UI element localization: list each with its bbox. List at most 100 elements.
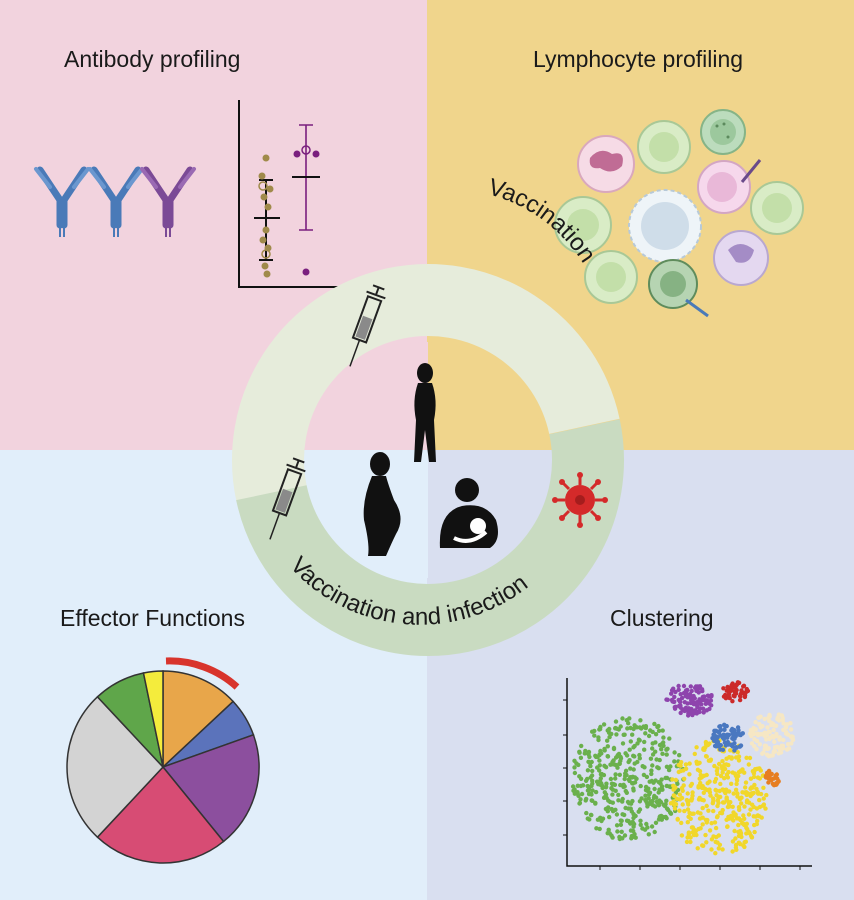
cluster-dot bbox=[615, 829, 620, 834]
cluster-dot bbox=[746, 762, 751, 767]
cluster-dot bbox=[668, 764, 673, 769]
cluster-dot bbox=[726, 732, 732, 738]
cluster-dot bbox=[606, 827, 611, 832]
cluster-dot bbox=[628, 766, 633, 771]
woman-silhouette-icon bbox=[414, 363, 436, 462]
cluster-dot bbox=[630, 834, 636, 839]
cluster-dot bbox=[742, 694, 748, 700]
cluster-dot bbox=[701, 843, 706, 848]
cluster-dot bbox=[674, 796, 680, 801]
cluster-dot bbox=[669, 691, 674, 696]
cluster-dot bbox=[730, 804, 735, 809]
cluster-dot bbox=[650, 741, 655, 746]
cluster-dot bbox=[717, 842, 723, 847]
cluster-dot bbox=[586, 752, 591, 757]
cluster-dot bbox=[642, 747, 647, 752]
cluster-dot bbox=[603, 765, 609, 770]
cluster-dot bbox=[678, 705, 683, 710]
cluster-dot bbox=[733, 755, 739, 760]
cluster-dot bbox=[637, 756, 642, 761]
cluster-dot bbox=[579, 791, 585, 797]
cluster-dot bbox=[605, 754, 610, 759]
cluster-dot bbox=[638, 822, 643, 827]
cluster-dot bbox=[744, 686, 749, 692]
cluster-dot bbox=[687, 692, 693, 697]
cluster-dot bbox=[762, 716, 767, 722]
cluster-dot bbox=[764, 732, 770, 738]
cluster-dot bbox=[754, 747, 759, 752]
cluster-dot bbox=[721, 686, 726, 691]
cluster-dot bbox=[747, 755, 753, 761]
cluster-dot bbox=[689, 798, 694, 803]
cluster-dot bbox=[704, 840, 709, 845]
cluster-dot bbox=[676, 697, 681, 703]
pregnant-woman-icon bbox=[363, 452, 401, 556]
cluster-dot bbox=[728, 742, 734, 747]
cluster-dot bbox=[609, 806, 614, 812]
cluster-dot bbox=[590, 788, 595, 793]
cluster-dot bbox=[744, 790, 749, 795]
cluster-dot bbox=[577, 801, 582, 806]
cluster-dot bbox=[656, 817, 662, 822]
cluster-dot bbox=[613, 807, 618, 812]
cluster-dot bbox=[712, 820, 718, 825]
cluster-dot bbox=[589, 783, 594, 789]
cluster-dot bbox=[722, 727, 727, 732]
cluster-dot bbox=[682, 808, 687, 814]
cluster-dot bbox=[618, 782, 623, 788]
cluster-dot bbox=[701, 747, 706, 752]
pie-slices bbox=[66, 670, 260, 864]
cluster-dot bbox=[678, 710, 683, 716]
cluster-dot bbox=[701, 798, 706, 803]
cluster-dot bbox=[690, 710, 696, 715]
cluster-dot bbox=[632, 723, 637, 728]
cluster-dot bbox=[757, 742, 762, 747]
cluster-dot bbox=[570, 784, 576, 789]
cluster-dot bbox=[585, 768, 591, 773]
cluster-dot bbox=[762, 746, 767, 752]
cluster-dot bbox=[635, 741, 640, 746]
cluster-dot bbox=[655, 765, 660, 770]
antibody-icon bbox=[88, 166, 144, 237]
pie-slice bbox=[161, 733, 260, 843]
lymphocyte-profiling-title: Lymphocyte profiling bbox=[533, 46, 743, 72]
cluster-dot bbox=[596, 735, 601, 740]
cluster-dot bbox=[602, 790, 607, 795]
cluster-dot bbox=[628, 828, 634, 833]
cluster-dot bbox=[610, 835, 615, 840]
syringe-icon bbox=[269, 457, 306, 540]
cluster-dot bbox=[767, 736, 772, 742]
cluster-dot bbox=[777, 737, 782, 742]
cluster-dot bbox=[650, 752, 656, 757]
cluster-dot bbox=[739, 688, 744, 693]
cluster-dot bbox=[748, 776, 754, 781]
cluster-dot bbox=[660, 751, 665, 756]
cluster-dot bbox=[620, 716, 625, 721]
virus-icon bbox=[552, 472, 608, 528]
cluster-dot bbox=[658, 781, 663, 786]
cluster-dot bbox=[730, 731, 735, 736]
cluster-dot bbox=[667, 736, 672, 741]
cluster-dot bbox=[656, 728, 662, 733]
cluster-dot bbox=[675, 781, 680, 786]
cluster-dot bbox=[730, 699, 735, 704]
cluster-dot bbox=[623, 768, 629, 773]
cluster-dot bbox=[578, 755, 584, 760]
cluster-dot bbox=[577, 749, 582, 754]
cluster-dot bbox=[695, 846, 700, 851]
cluster-dot bbox=[641, 772, 647, 778]
cluster-dot bbox=[734, 682, 739, 688]
lymphocyte-cell-icon bbox=[637, 120, 691, 174]
cluster-dot bbox=[694, 684, 699, 690]
cluster-dot bbox=[756, 814, 762, 819]
cluster-dot bbox=[677, 808, 682, 813]
cluster-dot bbox=[703, 754, 709, 759]
cluster-dot bbox=[776, 751, 781, 756]
cluster-dot bbox=[691, 811, 696, 816]
cluster-dot bbox=[648, 799, 653, 804]
cluster-dot bbox=[683, 766, 689, 771]
clustering-plot bbox=[563, 678, 812, 870]
cluster-dot bbox=[628, 806, 633, 811]
cluster-dot bbox=[683, 762, 689, 767]
cluster-dot bbox=[672, 802, 677, 807]
